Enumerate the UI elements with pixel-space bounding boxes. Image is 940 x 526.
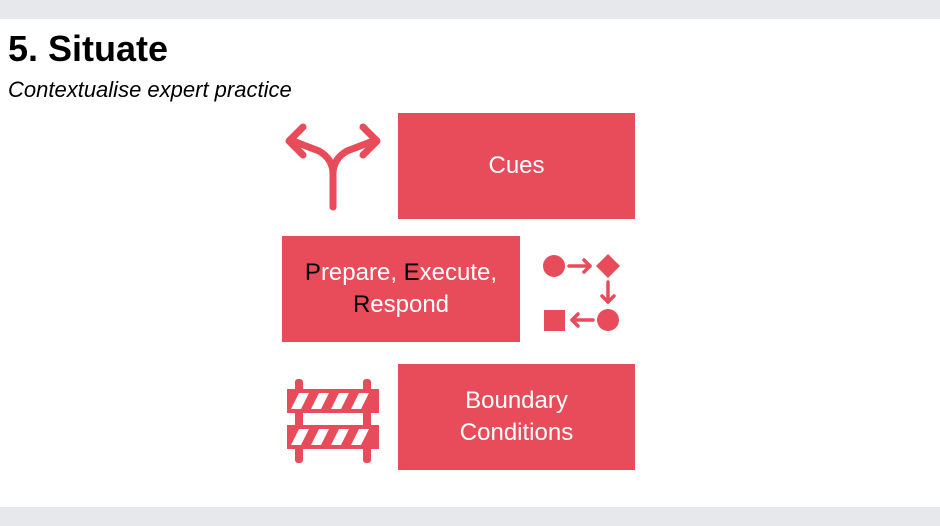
boundary-conditions-box: Boundary Conditions (398, 364, 635, 470)
slide-title: 5. Situate (8, 28, 169, 69)
cues-box: Cues (398, 113, 635, 219)
prepare-execute-respond-label: Prepare, Execute, Respond (305, 257, 497, 320)
letter-e: E (403, 259, 420, 287)
conditions-line: Conditions (459, 419, 574, 446)
letter-p: P (304, 259, 321, 287)
slide: 5. Situate Contextualise expert practice… (0, 19, 940, 507)
prepare-execute-respond-box: Prepare, Execute, Respond (282, 236, 520, 342)
cues-label: Cues (488, 152, 545, 180)
process-flow-icon (543, 254, 620, 331)
letter-r: R (352, 291, 371, 318)
word-prepare-rest: repare, (320, 259, 404, 287)
slide-subtitle: Contextualise expert practice (8, 77, 292, 102)
boundary-line: Boundary (465, 387, 568, 415)
road-barrier-icon (287, 379, 379, 463)
word-respond-rest: espond (370, 291, 450, 318)
word-execute-rest: xecute, (419, 259, 498, 287)
boundary-conditions-label: Boundary Conditions (460, 385, 573, 448)
fork-arrows-icon (285, 123, 381, 211)
